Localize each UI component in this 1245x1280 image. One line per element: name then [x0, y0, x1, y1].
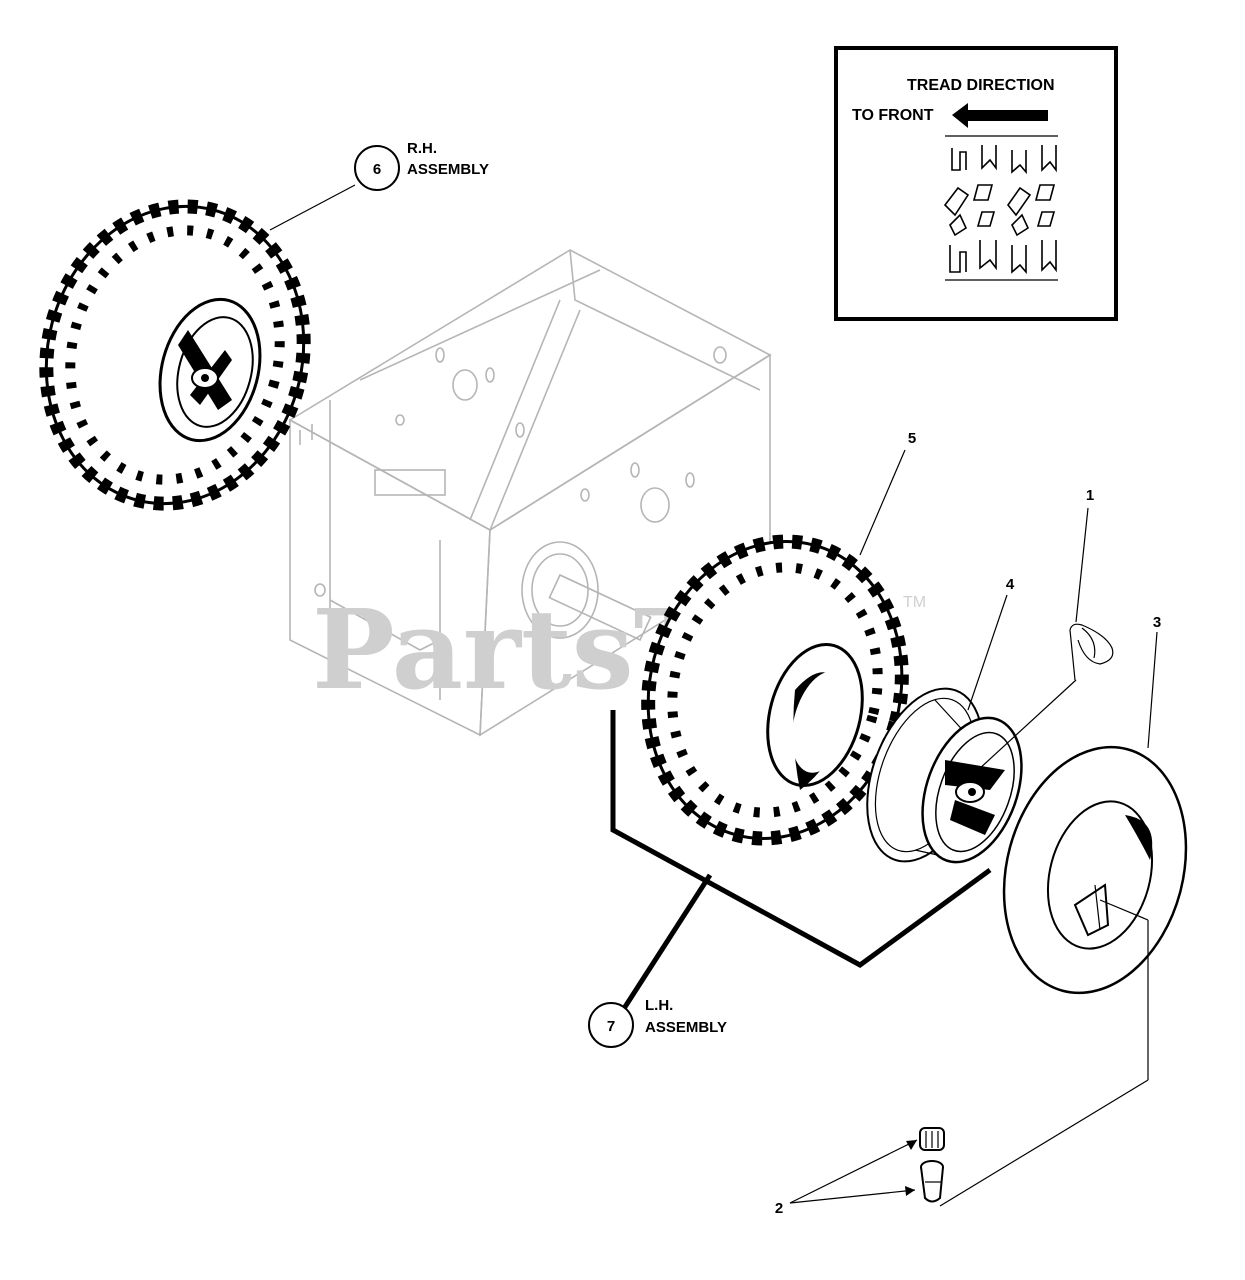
- callout-1-label: 1: [1086, 487, 1094, 504]
- lh-assembly-bracket: [610, 710, 992, 1012]
- rh-caption-line1: R.H.: [407, 140, 437, 157]
- callout-3-label: 3: [1153, 614, 1161, 631]
- leader-lines: [269, 184, 1158, 1207]
- callout-6-label: 6: [373, 161, 381, 178]
- inner-tube: [1002, 745, 1188, 995]
- hair-pin: [1069, 623, 1114, 681]
- frame-housing: [288, 249, 772, 737]
- left-arrow-icon: [952, 103, 1048, 128]
- callout-6: 6: [354, 145, 400, 191]
- callout-2-label: 2: [775, 1200, 783, 1217]
- callout-5-label: 5: [908, 430, 916, 447]
- tread-direction-title: TREAD DIRECTION: [907, 77, 1055, 94]
- tread-to-front-label: TO FRONT: [852, 107, 934, 124]
- rim: [866, 687, 1023, 864]
- tread-pattern-icon: [943, 145, 1057, 275]
- watermark-trademark: TM: [903, 594, 926, 611]
- callout-7: 7: [588, 1002, 634, 1048]
- callout-4-label: 4: [1006, 576, 1015, 593]
- lh-tire: [641, 534, 909, 846]
- lh-caption-line1: L.H.: [645, 997, 673, 1014]
- lh-caption-line2: ASSEMBLY: [645, 1019, 727, 1036]
- valve-stem-and-cap: [919, 1127, 945, 1203]
- callout-7-label: 7: [607, 1018, 615, 1035]
- rh-caption-line2: ASSEMBLY: [407, 161, 489, 178]
- tread-direction-box: TREAD DIRECTION TO FRONT: [834, 46, 1118, 321]
- rh-wheel-assembly: [39, 199, 311, 511]
